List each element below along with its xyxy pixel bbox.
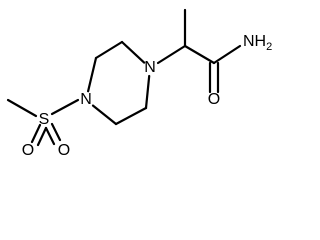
- bond-ring-n1-top: [120, 40, 146, 64]
- bond-ring-top: [94, 40, 124, 60]
- amide-nh-text: NH: [243, 33, 266, 50]
- bond-s-o1-a: [30, 123, 42, 144]
- oxygen-label-1: O: [22, 142, 34, 159]
- sulfur-label: S: [39, 111, 50, 128]
- bond-ch-carbonyl: [183, 44, 216, 65]
- bond-ring-right: [144, 74, 151, 110]
- atom-labels: N N S O O O NH2: [22, 33, 272, 159]
- piperazine-ring: [86, 40, 151, 126]
- oxygen-label-2: O: [58, 142, 70, 159]
- methanesulfonyl-group: [6, 98, 80, 147]
- bond-s-o2-a: [44, 126, 56, 146]
- bond-carbonyl-n: [212, 44, 242, 65]
- amide-subscript: 2: [266, 41, 272, 53]
- chemical-structure: N N S O O O NH2: [6, 8, 272, 159]
- bond-s-n2: [50, 98, 80, 116]
- amide-nitrogen-label: NH2: [243, 33, 272, 53]
- bond-methyl-s: [6, 98, 38, 118]
- propanamide-group: [156, 8, 242, 94]
- bond-n1-ch: [156, 44, 187, 65]
- bond-ring-bottom: [114, 106, 148, 126]
- nitrogen-label-n1: N: [144, 59, 156, 76]
- nitrogen-label-n2: N: [80, 91, 92, 108]
- bond-ring-n2-bottom: [91, 104, 118, 126]
- bond-s-o2-b: [50, 122, 62, 142]
- amide-oxygen-label: O: [208, 91, 220, 108]
- bond-s-o1-b: [36, 126, 48, 147]
- bond-ring-left: [86, 56, 98, 93]
